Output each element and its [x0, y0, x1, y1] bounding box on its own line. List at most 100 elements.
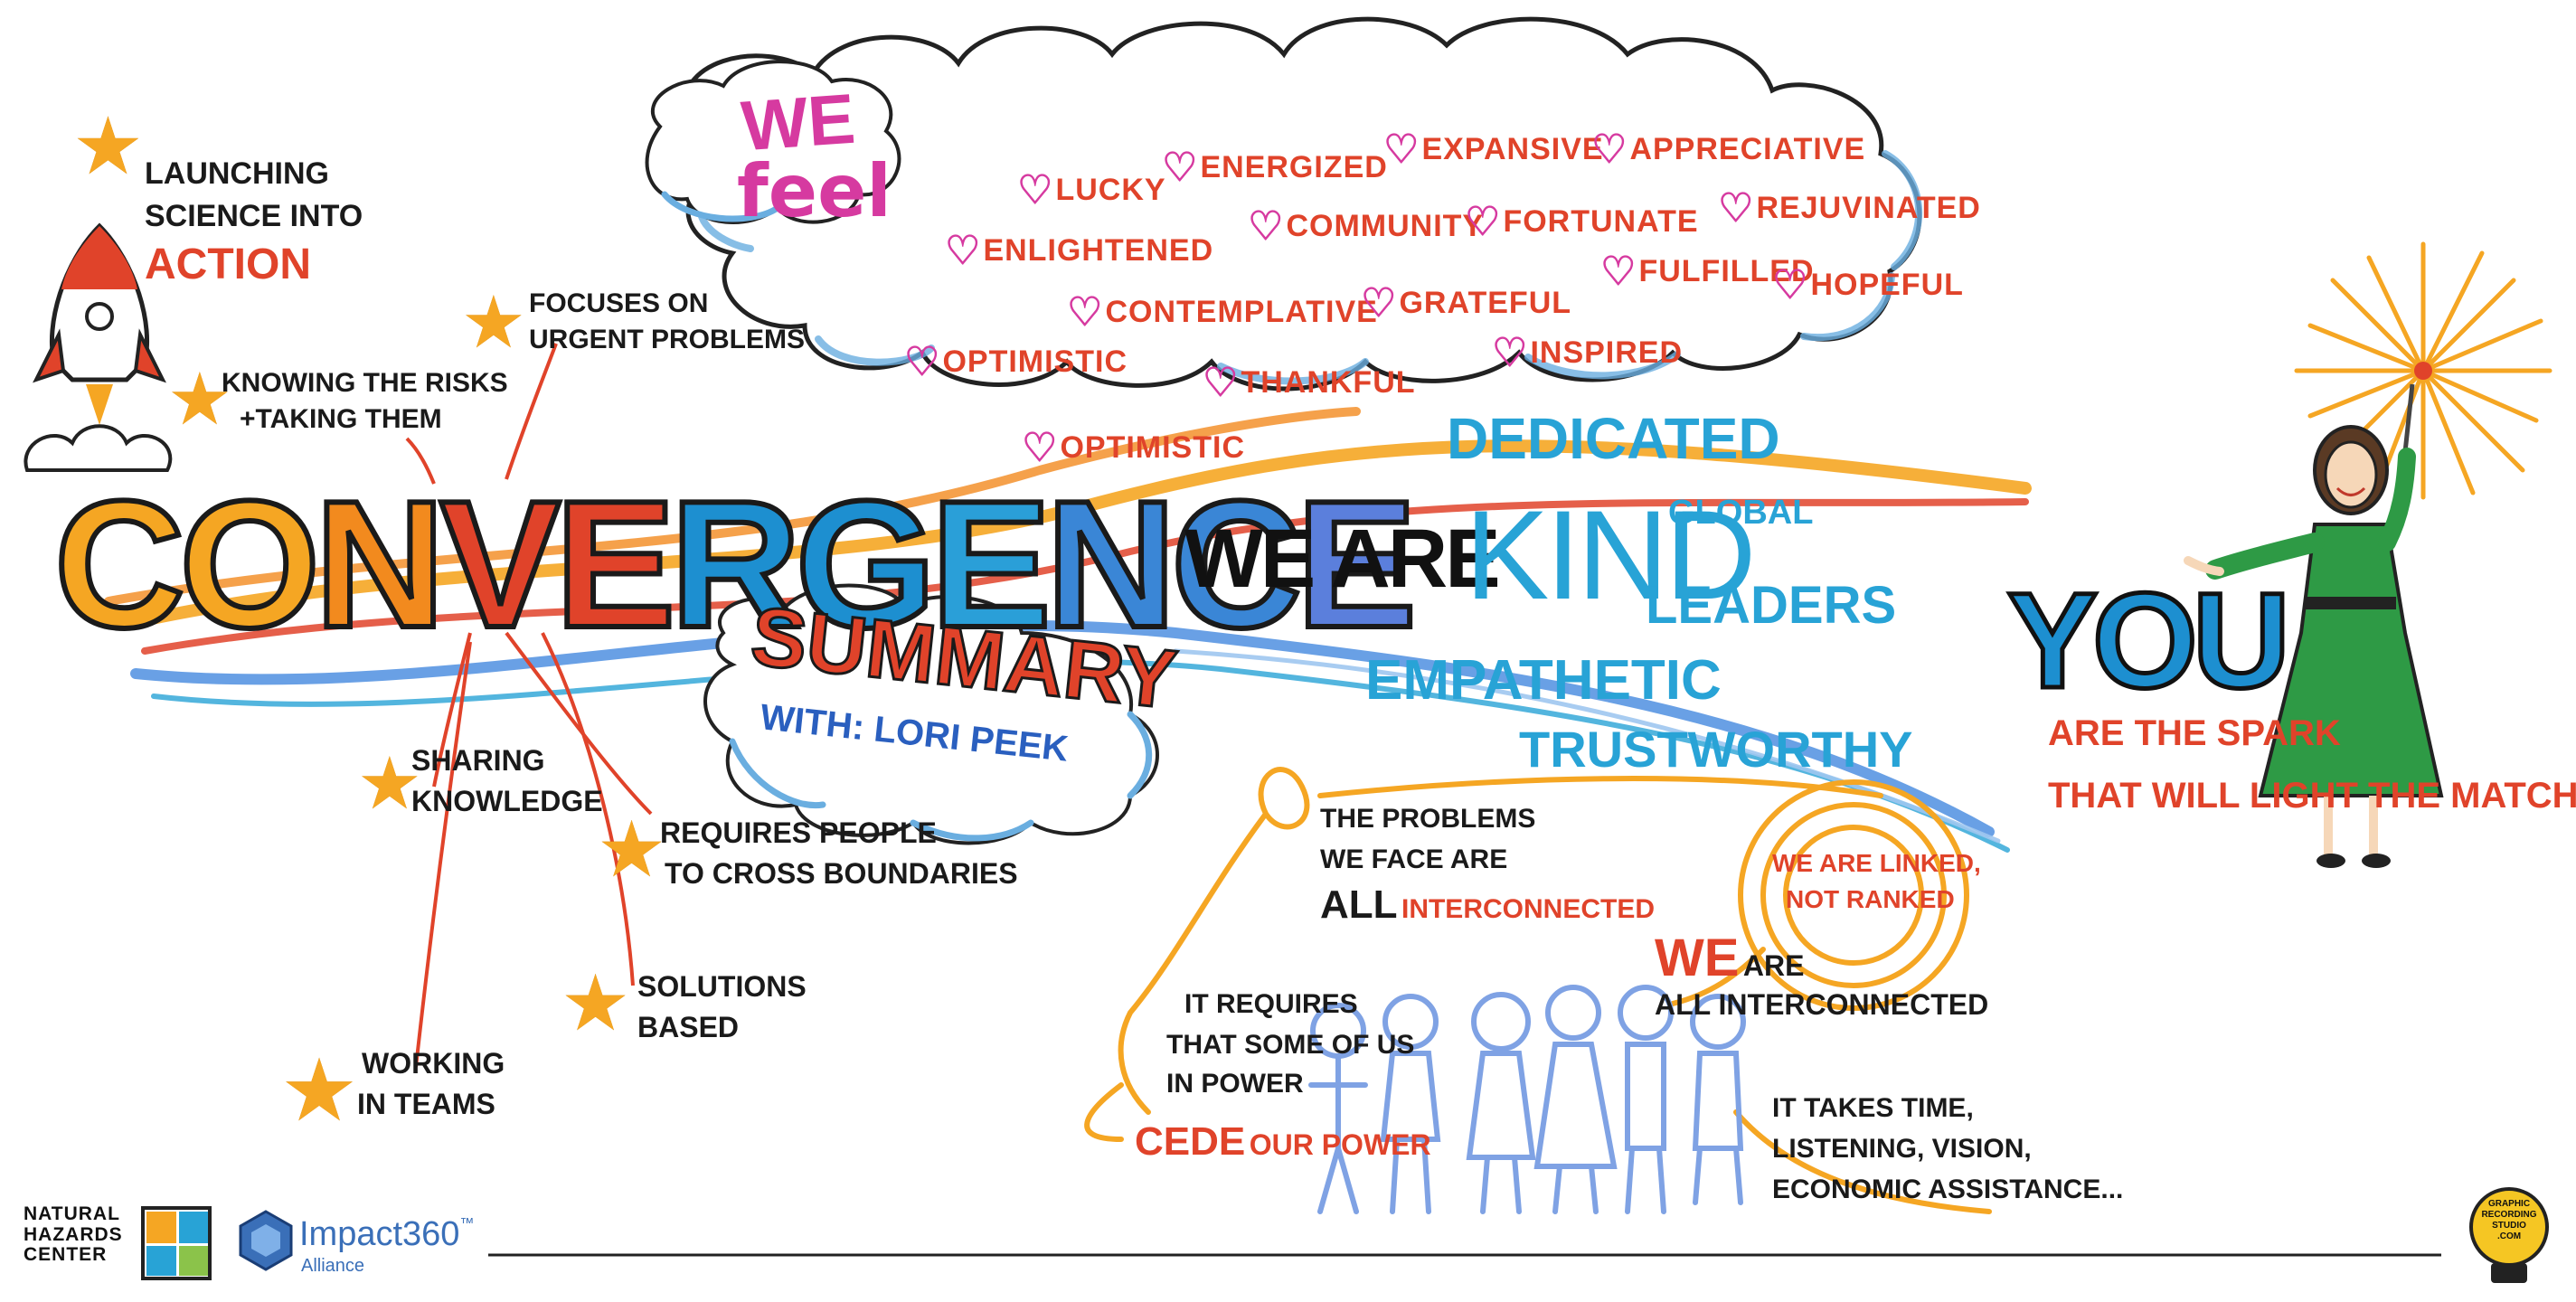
rocket-icon [24, 222, 173, 472]
note-text: FOCUSES ON [529, 288, 709, 318]
trademark-symbol: ™ [459, 1216, 475, 1231]
cede-word: CEDE [1135, 1119, 1246, 1164]
title-letter: N [1043, 464, 1179, 665]
cede-text: IN POWER [1166, 1069, 1304, 1099]
title-letter: R [667, 464, 803, 665]
we-are-word: TRUSTWORTHY [1519, 721, 1913, 778]
feel-word: ♡APPRECIATIVE [1591, 127, 1865, 173]
feel-word-label: GRATEFUL [1399, 286, 1572, 320]
we-word: WE [1655, 929, 1740, 987]
feel-word-label: REJUVINATED [1756, 191, 1981, 225]
problems-interconnected: INTERCONNECTED [1401, 894, 1655, 924]
nhc-grid-icon [141, 1206, 212, 1280]
heart-icon: ♡ [945, 229, 982, 273]
feel-word: ♡HOPEFUL [1772, 262, 1964, 308]
impact360-text: Impact360 [299, 1215, 460, 1253]
you-heading: YOU [2005, 564, 2292, 716]
title-letter: E [1294, 464, 1420, 665]
note-text: BASED [637, 1011, 740, 1043]
title-letter: V [437, 464, 562, 665]
all-interconnected: ALL INTERCONNECTED [1655, 988, 1989, 1021]
cede-power: CEDE OUR POWER [1135, 1119, 1431, 1164]
feel-word-label: HOPEFUL [1810, 268, 1964, 302]
note-text: LAUNCHING [145, 156, 329, 191]
grs-line: .COM [2496, 1231, 2522, 1241]
linked-text: WE ARE LINKED, [1772, 849, 1981, 877]
feel-word-label: THANKFUL [1241, 365, 1416, 400]
title-letter: E [552, 464, 678, 665]
title-letter: G [793, 464, 939, 665]
heart-icon: ♡ [1162, 146, 1199, 190]
feel-word-label: APPRECIATIVE [1629, 132, 1866, 166]
we-are-word: EMPATHETIC [1365, 649, 1722, 712]
heart-icon: ♡ [904, 340, 941, 384]
heart-icon: ♡ [1248, 204, 1285, 249]
note-text: REQUIRES PEOPLE [660, 816, 937, 849]
we-feel-heading-feel: feel [737, 149, 892, 233]
summary-cloud-icon [703, 583, 1159, 845]
graphic-recording-studio-logo: GRAPHIC RECORDING STUDIO .COM [2459, 1186, 2559, 1286]
are-word: ARE [1742, 949, 1805, 982]
linked-text: NOT RANKED [1786, 885, 1955, 913]
feel-word-label: OPTIMISTIC [1060, 430, 1246, 465]
problems-text: THE PROBLEMS [1320, 804, 1536, 834]
you-line-1: ARE THE SPARK [2048, 713, 2341, 753]
nhc-line: CENTER [24, 1244, 108, 1266]
star-icon: ★ [357, 743, 422, 824]
problems-text: ALL INTERCONNECTED [1320, 882, 1655, 927]
title-letter: C [1168, 464, 1304, 665]
grs-line: RECORDING [2481, 1210, 2537, 1220]
star-icon: ★ [167, 359, 232, 439]
grs-line: GRAPHIC [2487, 1199, 2531, 1209]
heart-icon: ♡ [1017, 168, 1054, 212]
feel-word-label: EXPANSIVE [1421, 132, 1604, 166]
star-icon: ★ [461, 282, 526, 363]
note-text: IN TEAMS [357, 1088, 495, 1120]
lightbulb-icon: GRAPHIC RECORDING STUDIO .COM [2479, 1199, 2539, 1242]
heart-icon: ♡ [1465, 200, 1502, 244]
heart-icon: ♡ [1361, 281, 1398, 326]
problems-all: ALL [1320, 882, 1398, 927]
nhc-line: NATURAL [24, 1203, 120, 1224]
natural-hazards-center-logo: NATURAL HAZARDS CENTER [24, 1203, 213, 1286]
feel-word-label: CONTEMPLATIVE [1105, 295, 1378, 329]
star-icon: ★ [72, 101, 144, 191]
note-text: +TAKING THEM [240, 404, 442, 434]
cede-text: IT REQUIRES [1184, 989, 1358, 1019]
we-are-word: DEDICATED [1447, 406, 1780, 471]
convergence-title: CONVERGENCE [52, 464, 1420, 665]
you-line-2: THAT WILL LIGHT THE MATCH! [2048, 758, 2576, 818]
we-are-interconnected: WE ARE [1655, 929, 1805, 987]
star-icon: ★ [597, 807, 667, 893]
feel-word: ♡THANKFUL [1203, 360, 1416, 406]
feel-word: ♡FULFILLED [1600, 249, 1815, 295]
our-power-word: OUR POWER [1249, 1128, 1431, 1161]
title-letter: O [176, 464, 323, 665]
heart-icon: ♡ [1772, 263, 1809, 307]
heart-icon: ♡ [1591, 127, 1628, 172]
feel-word: ♡FORTUNATE [1465, 199, 1699, 245]
sparkler-icon [2294, 241, 2552, 500]
we-are-word: GLOBAL [1668, 494, 1814, 532]
star-icon: ★ [280, 1043, 359, 1139]
note-text: SOLUTIONS [637, 970, 807, 1003]
note-text: KNOWING THE RISKS [222, 368, 508, 398]
feel-word: ♡COMMUNITY [1248, 203, 1484, 250]
feel-word: ♡EXPANSIVE [1383, 127, 1604, 173]
note-text: TO CROSS BOUNDARIES [665, 857, 1018, 890]
feel-word: ♡OPTIMISTIC [904, 339, 1128, 385]
we-feel-bubble-icon [645, 60, 901, 224]
note-text: WORKING [362, 1047, 505, 1080]
we-are-word: LEADERS [1646, 576, 1897, 635]
feel-word-label: COMMUNITY [1286, 209, 1485, 243]
nhc-wordmark: NATURAL HAZARDS CENTER [24, 1203, 123, 1266]
feel-word-label: ENERGIZED [1200, 150, 1388, 184]
we-are-label: WE ARE [1184, 513, 1501, 605]
feel-word: ♡LUCKY [1017, 167, 1166, 213]
feel-word: ♡CONTEMPLATIVE [1067, 289, 1378, 335]
feel-word-label: OPTIMISTIC [942, 344, 1128, 379]
note-text: URGENT PROBLEMS [529, 325, 806, 354]
time-text: LISTENING, VISION, [1772, 1134, 2032, 1164]
star-icon: ★ [561, 960, 631, 1047]
